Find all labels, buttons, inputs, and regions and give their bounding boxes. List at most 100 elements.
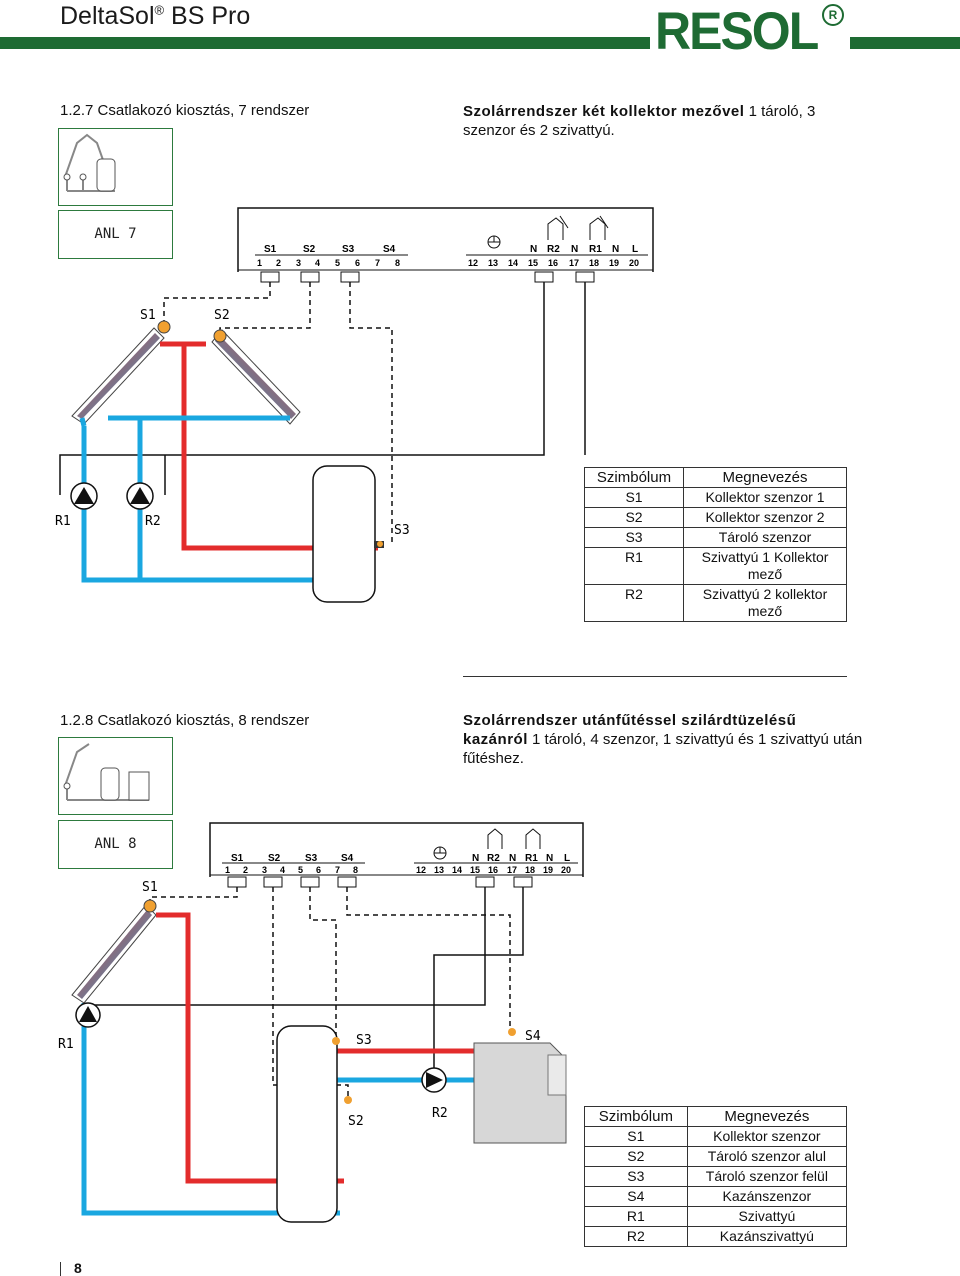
svg-text:19: 19 bbox=[543, 865, 553, 875]
svg-text:8: 8 bbox=[395, 258, 400, 268]
svg-text:5: 5 bbox=[335, 258, 340, 268]
resol-logo: RESOL bbox=[655, 1, 819, 61]
section-divider bbox=[463, 676, 847, 677]
svg-text:14: 14 bbox=[452, 865, 462, 875]
label8-r1: R1 bbox=[58, 1037, 74, 1052]
svg-text:14: 14 bbox=[508, 258, 518, 268]
document-title: DeltaSol® BS Pro bbox=[60, 2, 251, 30]
section7-anl-box: ANL 7 bbox=[58, 210, 173, 259]
page-number: 8 bbox=[74, 1260, 82, 1276]
legend7-header-symbol: Szimbólum bbox=[584, 467, 684, 488]
pump-r2 bbox=[126, 482, 154, 510]
storage-tank-7 bbox=[312, 465, 376, 603]
label8-s3: S3 bbox=[356, 1033, 372, 1048]
svg-text:S4: S4 bbox=[341, 853, 354, 864]
term-s3-label: S3 bbox=[342, 244, 355, 255]
collector-field-2 bbox=[211, 329, 301, 425]
svg-text:R1: R1 bbox=[589, 244, 602, 255]
svg-text:N: N bbox=[612, 244, 619, 255]
svg-text:R2: R2 bbox=[487, 853, 500, 864]
term-s4-label: S4 bbox=[383, 244, 396, 255]
svg-text:N: N bbox=[472, 853, 479, 864]
svg-text:4: 4 bbox=[315, 258, 320, 268]
svg-text:8: 8 bbox=[353, 865, 358, 875]
pump-r2-8 bbox=[421, 1067, 447, 1093]
label-s3: S3 bbox=[394, 523, 410, 538]
collector-field-1 bbox=[71, 327, 165, 425]
sensor-s3 bbox=[377, 541, 383, 547]
sensor-s2-8 bbox=[344, 1096, 352, 1104]
term-s2-label: S2 bbox=[303, 244, 316, 255]
svg-text:6: 6 bbox=[316, 865, 321, 875]
svg-text:18: 18 bbox=[525, 865, 535, 875]
ground-symbol-8 bbox=[433, 846, 447, 860]
svg-text:5: 5 bbox=[298, 865, 303, 875]
ground-symbol-7 bbox=[487, 235, 501, 249]
svg-text:18: 18 bbox=[589, 258, 599, 268]
sensor-s1-8 bbox=[143, 899, 157, 913]
page-number-divider bbox=[60, 1262, 61, 1276]
sensor-s4 bbox=[508, 1028, 516, 1036]
svg-text:15: 15 bbox=[470, 865, 480, 875]
solid-fuel-boiler bbox=[473, 1042, 567, 1144]
svg-text:3: 3 bbox=[296, 258, 301, 268]
svg-text:2: 2 bbox=[243, 865, 248, 875]
svg-text:S3: S3 bbox=[305, 853, 318, 864]
svg-text:12: 12 bbox=[416, 865, 426, 875]
svg-text:7: 7 bbox=[375, 258, 380, 268]
svg-text:20: 20 bbox=[629, 258, 639, 268]
svg-text:L: L bbox=[632, 244, 638, 255]
svg-text:13: 13 bbox=[488, 258, 498, 268]
svg-text:4: 4 bbox=[280, 865, 285, 875]
collector-8 bbox=[71, 904, 157, 1004]
svg-text:19: 19 bbox=[609, 258, 619, 268]
label-s2: S2 bbox=[214, 308, 230, 323]
pump-r1 bbox=[70, 482, 98, 510]
label8-s2: S2 bbox=[348, 1114, 364, 1129]
legend7-header-name: Megnevezés bbox=[683, 467, 847, 488]
svg-text:12: 12 bbox=[468, 258, 478, 268]
svg-text:R2: R2 bbox=[547, 244, 560, 255]
svg-text:6: 6 bbox=[355, 258, 360, 268]
svg-text:L: L bbox=[564, 853, 570, 864]
pump-r1-8 bbox=[75, 1002, 101, 1028]
svg-text:R1: R1 bbox=[525, 853, 538, 864]
sensor-s3-8 bbox=[332, 1037, 340, 1045]
svg-text:N: N bbox=[530, 244, 537, 255]
label-r1: R1 bbox=[55, 514, 71, 529]
section8-anl-box: ANL 8 bbox=[58, 820, 173, 869]
section8-title: 1.2.8 Csatlakozó kiosztás, 8 rendszer bbox=[60, 712, 310, 729]
header-bar-left bbox=[0, 37, 650, 49]
sensor-s1 bbox=[157, 320, 171, 334]
svg-text:17: 17 bbox=[507, 865, 517, 875]
svg-text:13: 13 bbox=[434, 865, 444, 875]
svg-text:3: 3 bbox=[262, 865, 267, 875]
label8-r2: R2 bbox=[432, 1106, 448, 1121]
label8-s4: S4 bbox=[525, 1029, 541, 1044]
svg-text:S1: S1 bbox=[231, 853, 244, 864]
svg-text:N: N bbox=[546, 853, 553, 864]
term-s1-label: S1 bbox=[264, 244, 277, 255]
svg-text:1: 1 bbox=[257, 258, 262, 268]
svg-text:S2: S2 bbox=[268, 853, 281, 864]
section7-description: Szolárrendszer két kollektor mezővel 1 t… bbox=[463, 103, 816, 139]
label-r2: R2 bbox=[145, 514, 161, 529]
svg-text:N: N bbox=[509, 853, 516, 864]
svg-text:16: 16 bbox=[488, 865, 498, 875]
header-bar-right bbox=[850, 37, 960, 49]
